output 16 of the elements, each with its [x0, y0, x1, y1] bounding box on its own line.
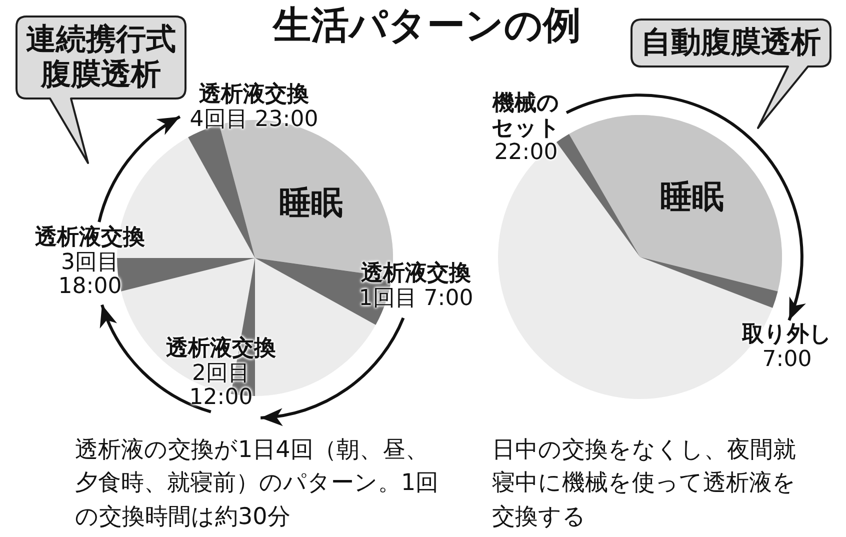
title: 生活パターンの例: [273, 4, 581, 48]
description-text: 透析液の交換が1日4回（朝、昼、夕食時、就寝前）のパターン。1回の交換時間は約30分: [75, 436, 440, 532]
speech-bubble: 連続携行式腹膜透析: [15, 15, 187, 166]
arrow: [100, 304, 212, 414]
speech-bubble: 自動腹膜透析: [630, 18, 832, 131]
exchange-slice: [556, 134, 640, 257]
sleep-slice: 睡眠: [569, 115, 782, 292]
arrow: [260, 317, 405, 425]
exchange-slice: [640, 257, 778, 308]
arrow: [98, 115, 181, 222]
description-text: 日中の交換をなくし、夜間就寝中に機械を使って透析液を交換する: [492, 436, 797, 532]
exchange-time-label: 透析液交換 4回目 23:00: [190, 83, 318, 132]
removal-time-label: 取り外し 7:00: [742, 323, 832, 372]
arrow: [566, 94, 805, 321]
setup-time-label: 機械のセット 22:00: [488, 92, 564, 166]
exchange-time-label: 透析液交換 3回目 18:00: [35, 226, 145, 300]
